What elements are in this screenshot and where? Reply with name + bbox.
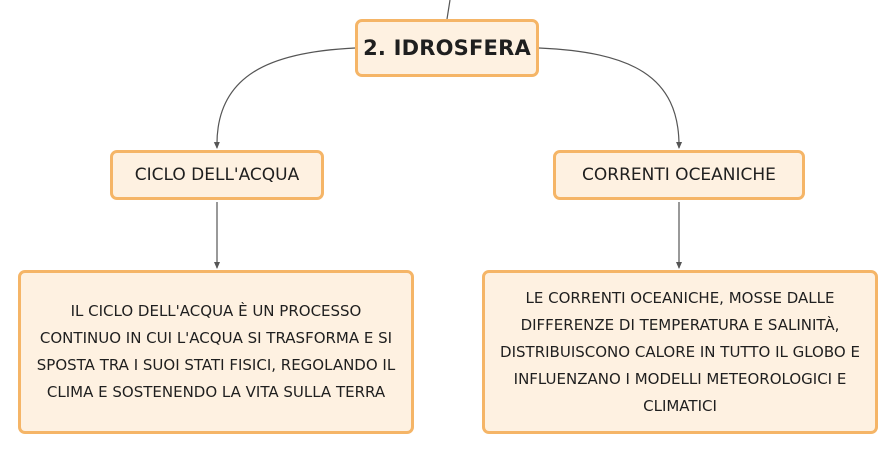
leaf-node-text: LE CORRENTI OCEANICHE, MOSSE DALLE DIFFE… [500, 288, 860, 415]
root-node-label: 2. IDROSFERA [363, 36, 531, 60]
connector-parent-to-root [446, 0, 451, 20]
branch-node-label: CORRENTI OCEANICHE [582, 165, 776, 185]
connector-root-to-left-branch [213, 47, 356, 149]
leaf-node-text: IL CICLO DELL'ACQUA È UN PROCESSO CONTIN… [36, 302, 396, 401]
branch-node-label: CICLO DELL'ACQUA [134, 165, 300, 185]
branch-node-correnti-oceaniche[interactable]: CORRENTI OCEANICHE [553, 150, 805, 200]
leaf-node-correnti-oceaniche-description[interactable]: LE CORRENTI OCEANICHE, MOSSE DALLE DIFFE… [482, 270, 878, 434]
branch-node-ciclo-acqua[interactable]: CICLO DELL'ACQUA [110, 150, 324, 200]
leaf-node-ciclo-acqua-description[interactable]: IL CICLO DELL'ACQUA È UN PROCESSO CONTIN… [18, 270, 414, 434]
connector-root-to-right-branch [538, 47, 683, 149]
root-node[interactable]: 2. IDROSFERA [355, 19, 539, 77]
